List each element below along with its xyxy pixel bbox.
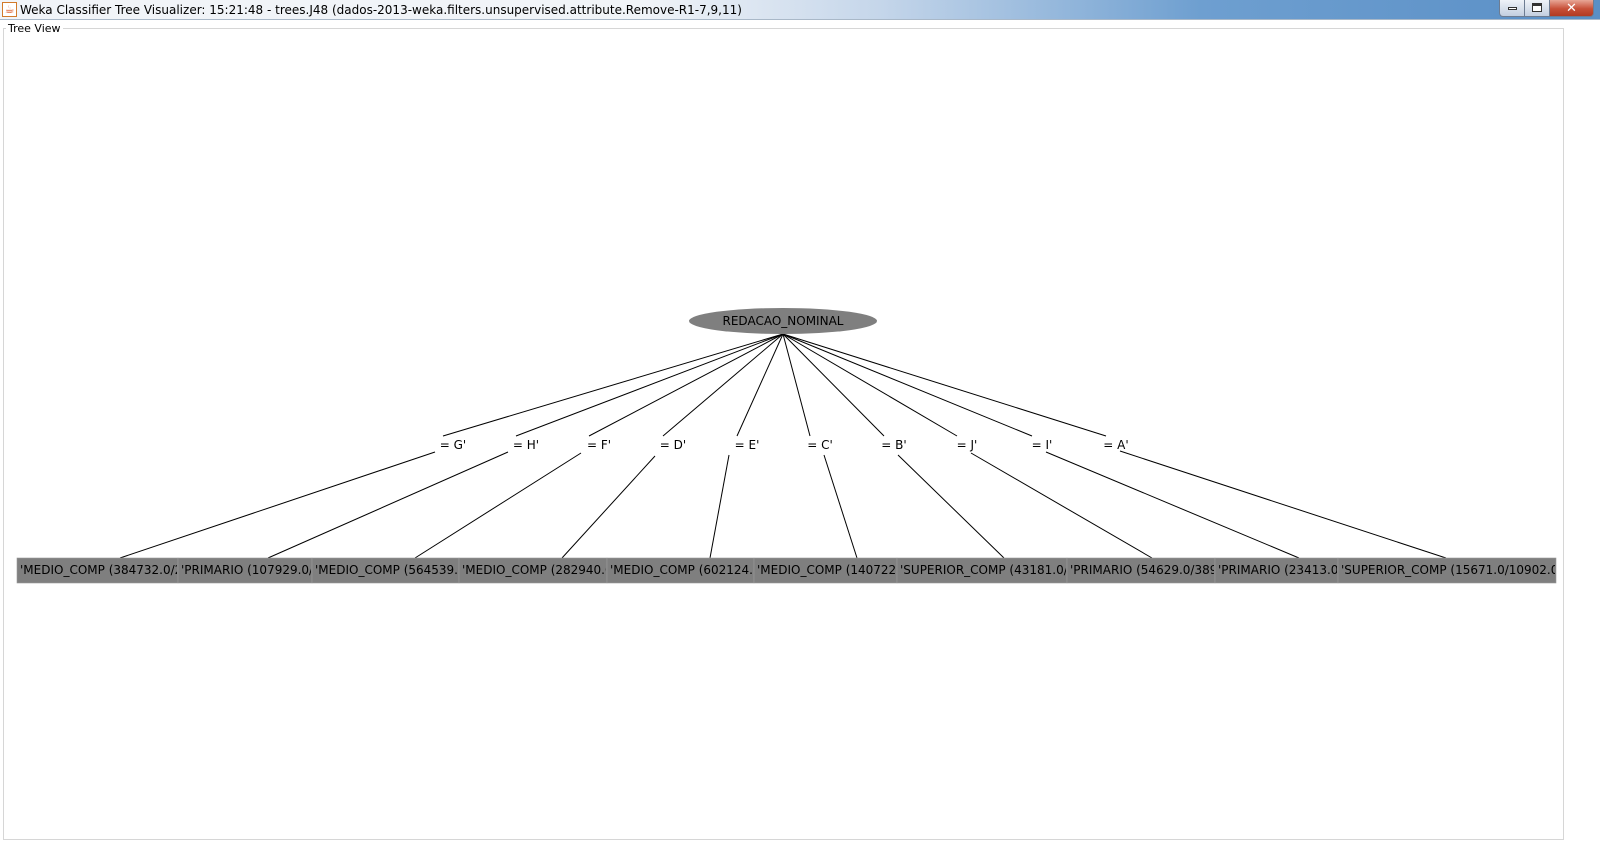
leaf-node-shape (896, 557, 1068, 584)
leaf-node-label: 'PRIMARIO (23413.0/1 (1218, 563, 1350, 577)
leaf-node[interactable]: 'MEDIO_COMP (140722.0 (753, 557, 908, 584)
edge-label: = E' (735, 438, 760, 452)
leaf-node[interactable]: 'SUPERIOR_COMP (43181.0/3 (896, 557, 1075, 584)
branch-edge-upper (782, 333, 885, 437)
branch-edge-lower (709, 454, 730, 559)
leaf-node[interactable]: 'PRIMARIO (23413.0/1 (1214, 557, 1350, 584)
tree-view-panel[interactable] (3, 28, 1564, 840)
minimize-button[interactable] (1499, 0, 1525, 17)
leaf-node-shape (1214, 557, 1339, 584)
branch-edge-lower (1119, 450, 1447, 559)
leaf-node-label: 'MEDIO_COMP (564539.0/4 (315, 563, 477, 577)
leaf-node[interactable]: 'PRIMARIO (107929.0/78 (177, 557, 328, 584)
java-cup-icon: ☕ (2, 2, 17, 17)
branch-edge-lower (823, 454, 858, 559)
leaf-node[interactable]: 'MEDIO_COMP (564539.0/4 (311, 557, 477, 584)
branch-edge-lower (414, 452, 582, 559)
edge-label: = B' (881, 438, 906, 452)
leaf-node-shape (1337, 557, 1557, 584)
leaf-node-label: 'MEDIO_COMP (602124.0/4 (610, 563, 772, 577)
branch-edge-lower (267, 451, 509, 559)
branch-edge-upper (588, 333, 784, 437)
branch-edge-lower (561, 455, 656, 559)
branch-edge-upper (782, 333, 958, 437)
edge-label: = I' (1032, 438, 1053, 452)
edge-label: = A' (1103, 438, 1128, 452)
leaf-node-shape (1066, 557, 1216, 584)
edge-label: = F' (587, 438, 611, 452)
leaf-node[interactable]: 'SUPERIOR_COMP (15671.0/10902.0)' (1337, 557, 1566, 584)
maximize-button[interactable] (1525, 0, 1550, 17)
root-node[interactable]: REDACAO_NOMINAL (689, 308, 877, 334)
edge-label: = D' (660, 438, 686, 452)
branch-edge-upper (782, 333, 1107, 437)
leaf-node-label: 'PRIMARIO (107929.0/78 (181, 563, 328, 577)
leaf-node-shape (753, 557, 898, 584)
edge-label: = C' (807, 438, 833, 452)
leaf-node[interactable]: 'MEDIO_COMP (602124.0/4 (606, 557, 772, 584)
branch-edge-lower (1045, 451, 1300, 559)
window-title: Weka Classifier Tree Visualizer: 15:21:4… (20, 3, 742, 17)
window-controls: ✕ (1499, 0, 1594, 18)
branch-edge-lower (970, 452, 1153, 559)
branch-edge-upper (782, 333, 1033, 437)
edge-label: = H' (513, 438, 539, 452)
branch-edge-upper (782, 333, 811, 437)
root-node-label: REDACAO_NOMINAL (723, 314, 844, 328)
leaf-node-label: 'MEDIO_COMP (282940.0/2 (462, 563, 624, 577)
branch-edge-upper (442, 333, 784, 437)
leaf-node-shape (458, 557, 608, 584)
tree-view-label: Tree View (6, 22, 63, 35)
edge-label: = J' (957, 438, 978, 452)
edge-label: = G' (440, 438, 466, 452)
leaf-node-label: 'MEDIO_COMP (384732.0/29 (20, 563, 190, 577)
leaf-node[interactable]: 'MEDIO_COMP (384732.0/29 (16, 557, 190, 584)
leaf-node-shape (311, 557, 460, 584)
leaf-node-label: 'SUPERIOR_COMP (43181.0/3 (900, 563, 1075, 577)
root-node-shape (689, 308, 877, 334)
branch-edge-lower (897, 454, 1005, 559)
branch-edge-upper (662, 333, 784, 437)
leaf-node[interactable]: 'MEDIO_COMP (282940.0/2 (458, 557, 624, 584)
minimize-icon (1507, 7, 1517, 10)
leaf-node[interactable]: 'PRIMARIO (54629.0/3892 (1066, 557, 1225, 584)
leaf-node-label: 'MEDIO_COMP (140722.0 (757, 563, 908, 577)
leaf-node-label: 'PRIMARIO (54629.0/3892 (1070, 563, 1225, 577)
maximize-icon (1532, 3, 1542, 12)
branch-edge-lower (119, 451, 436, 559)
leaf-node-shape (606, 557, 755, 584)
branch-edge-upper (515, 333, 784, 437)
leaf-node-shape (16, 557, 179, 584)
window-titlebar: ☕ Weka Classifier Tree Visualizer: 15:21… (0, 0, 1600, 20)
leaf-node-shape (177, 557, 313, 584)
branch-edge-upper (736, 333, 784, 437)
close-icon: ✕ (1566, 1, 1577, 16)
close-button[interactable]: ✕ (1550, 0, 1594, 17)
leaf-node-label: 'SUPERIOR_COMP (15671.0/10902.0)' (1341, 563, 1566, 577)
